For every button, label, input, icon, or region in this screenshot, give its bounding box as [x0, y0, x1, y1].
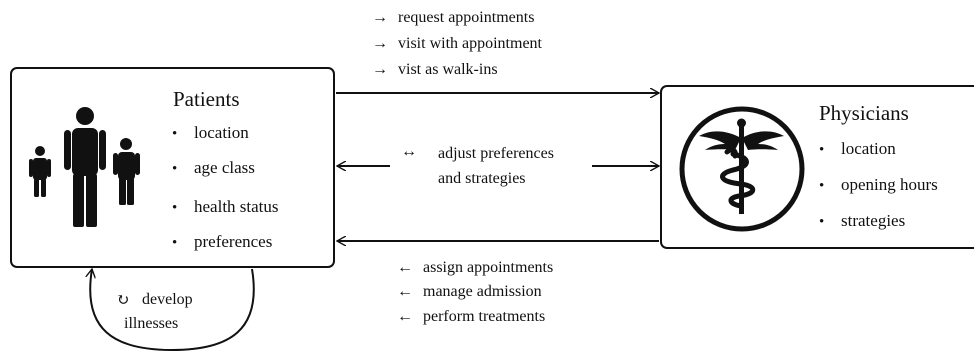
flow-perform-treatments: ←perform treatments	[397, 308, 546, 325]
self-loop-illnesses: illnesses	[124, 315, 179, 332]
flow-request-appointments: →request appointments	[372, 9, 535, 26]
flow-adjust-preferences: adjust preferences	[438, 145, 554, 162]
self-loop-arrow-symbol: ↻	[116, 292, 130, 309]
physicians-attr-strategies: •strategies	[819, 211, 906, 230]
caduceus-icon	[679, 106, 805, 232]
flow-bidirectional-arrow: ↔	[401, 143, 417, 160]
patients-attr-preferences: •preferences	[172, 232, 273, 251]
patients-attr-age-class: •age class	[172, 158, 255, 177]
patients-box: Patients •location •age class •health st…	[10, 67, 335, 268]
flow-and-strategies: and strategies	[438, 170, 526, 187]
self-loop-develop: develop	[142, 291, 193, 308]
patients-attr-location: •location	[172, 123, 249, 142]
patients-title: Patients	[173, 87, 240, 111]
physicians-box: Physicians •location •opening hours •str…	[660, 85, 974, 249]
people-icon	[29, 107, 140, 227]
flow-visit-with-appointment: →visit with appointment	[372, 35, 542, 52]
physicians-title: Physicians	[819, 101, 909, 125]
patients-attr-health-status: •health status	[172, 197, 279, 216]
flow-assign-appointments: ←assign appointments	[397, 259, 554, 276]
flow-visit-as-walk-ins: →vist as walk-ins	[372, 61, 498, 78]
physicians-attr-opening-hours: •opening hours	[819, 175, 938, 194]
self-loop-arrow	[90, 269, 255, 351]
flow-manage-admission: ←manage admission	[397, 283, 542, 300]
physicians-attr-location: •location	[819, 139, 896, 158]
